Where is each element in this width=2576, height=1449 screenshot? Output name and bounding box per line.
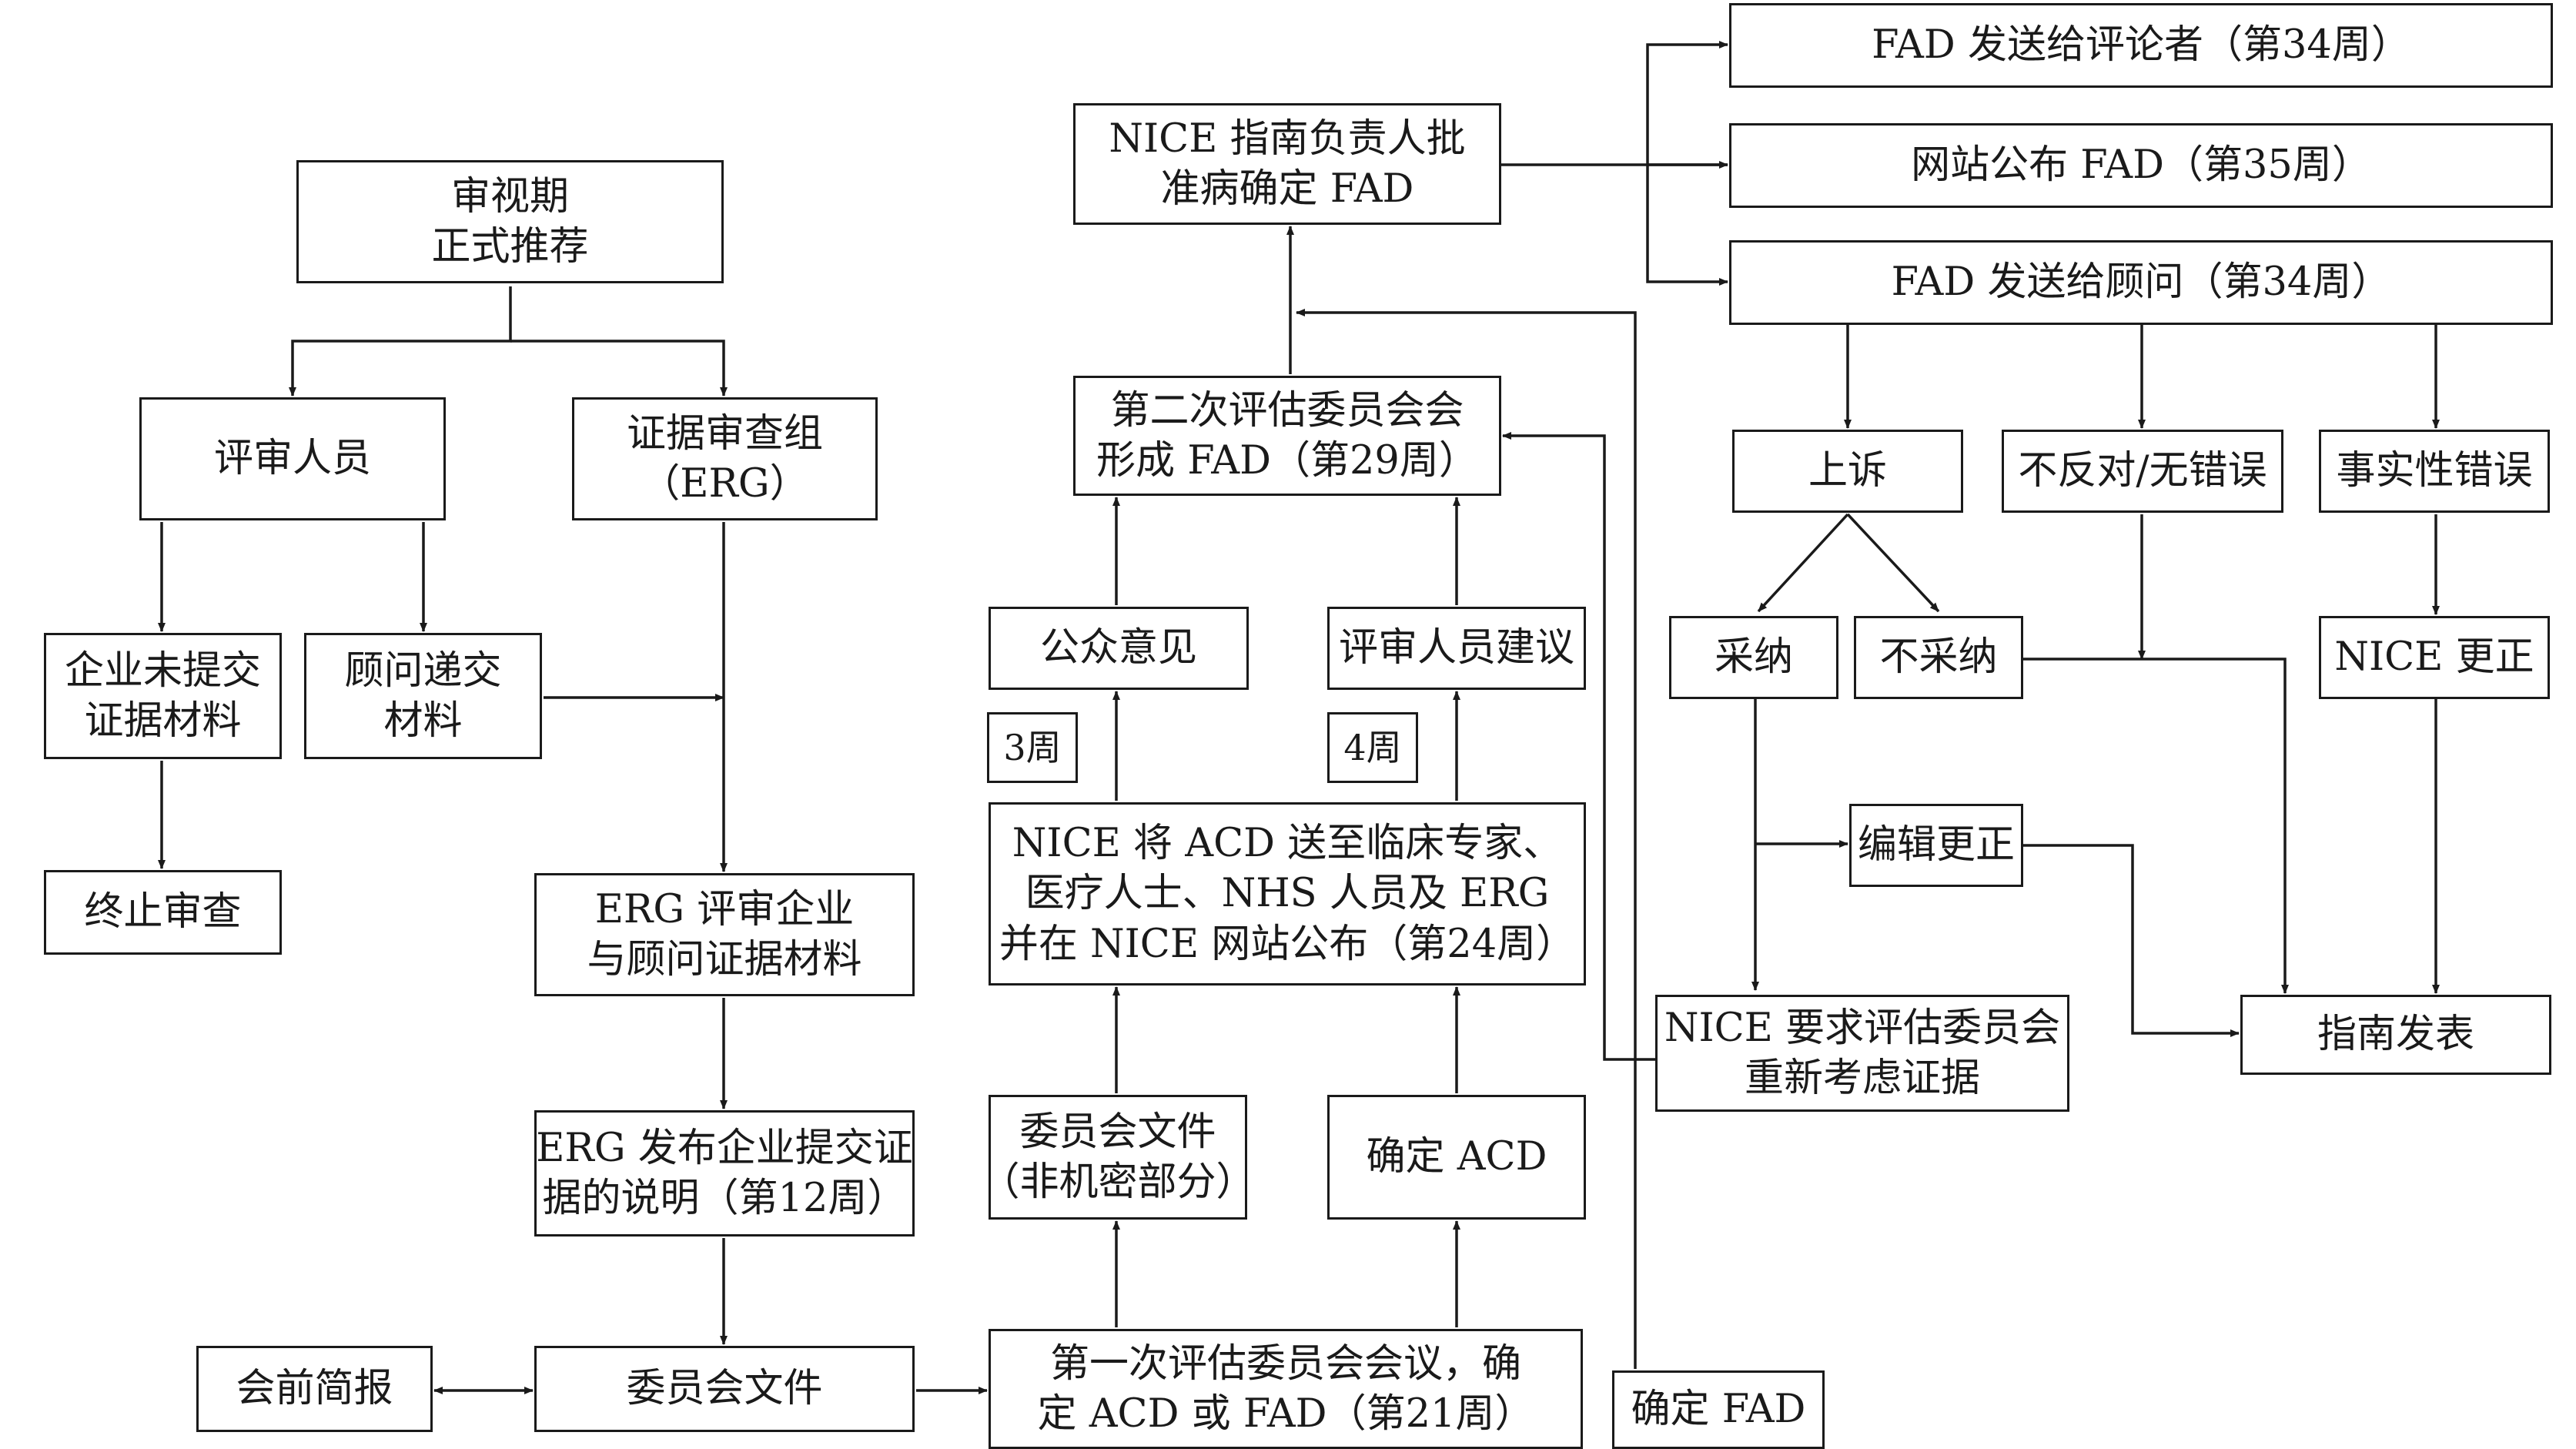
confirm-acd-node: 确定 ACD [1327, 1095, 1586, 1220]
pre-meeting-brief-node: 会前简报 [196, 1346, 433, 1432]
consultant-submit-node: 顾问递交材料 [304, 633, 542, 759]
edge-appeal-reject [1846, 513, 1940, 613]
committee-docs-public-node: 委员会文件（非机密部分） [981, 1095, 1256, 1220]
review-period-node: 审视期正式推荐 [296, 160, 724, 283]
fad-to-commentators-node: FAD 发送给评论者（第34周） [1729, 3, 2553, 88]
edge-fork-consultants [1646, 165, 1728, 286]
edge-confirmfad-approve [1296, 309, 1637, 1369]
nice-correct-node: NICE 更正 [2319, 616, 2550, 699]
erg-review-node: ERG 评审企业与顾问证据材料 [534, 873, 915, 996]
edge-appeal-accept [1757, 513, 1849, 613]
weeks-3-label: 3周 [987, 712, 1078, 783]
accept-node: 采纳 [1669, 616, 1838, 699]
committee-docs-node: 委员会文件 [534, 1346, 915, 1432]
edge-reject-publish [2023, 658, 2289, 994]
second-meeting-node: 第二次评估委员会会形成 FAD（第29周） [1073, 376, 1501, 496]
fad-to-consultants-node: FAD 发送给顾问（第34周） [1729, 240, 2553, 325]
terminate-review-node: 终止审查 [44, 870, 282, 955]
edge-review-to-erg [510, 340, 728, 397]
website-publish-node: 网站公布 FAD（第35周） [1729, 123, 2553, 208]
public-opinion-node: 公众意见 [989, 607, 1249, 690]
guideline-publish-node: 指南发表 [2240, 995, 2551, 1075]
edge-review-split [289, 286, 512, 397]
confirm-fad-node: 确定 FAD [1612, 1370, 1825, 1449]
appeal-node: 上诉 [1732, 430, 1963, 513]
edge-fork-commentators [1646, 41, 1728, 165]
no-objection-node: 不反对/无错误 [2002, 430, 2283, 513]
factual-error-node: 事实性错误 [2319, 430, 2550, 513]
edge-edit-publish [2023, 844, 2240, 1037]
weeks-4-label: 4周 [1327, 712, 1418, 783]
reconsider-node: NICE 要求评估委员会重新考虑证据 [1655, 995, 2069, 1112]
reviewers-node: 评审人员 [139, 397, 446, 520]
erg-group-node: 证据审查组（ERG） [572, 397, 878, 520]
reviewer-suggestion-node: 评审人员建议 [1327, 607, 1586, 690]
nice-approve-node: NICE 指南负责人批准病确定 FAD [1073, 103, 1501, 225]
erg-publish-node: ERG 发布企业提交证据的说明（第12周） [534, 1110, 915, 1237]
company-no-submit-node: 企业未提交证据材料 [44, 633, 282, 759]
reject-node: 不采纳 [1854, 616, 2023, 699]
edit-correct-node: 编辑更正 [1849, 804, 2023, 887]
first-meeting-node: 第一次评估委员会会议，确定 ACD 或 FAD（第21周） [989, 1329, 1583, 1449]
edge-reconsider-second [1502, 432, 1655, 1061]
